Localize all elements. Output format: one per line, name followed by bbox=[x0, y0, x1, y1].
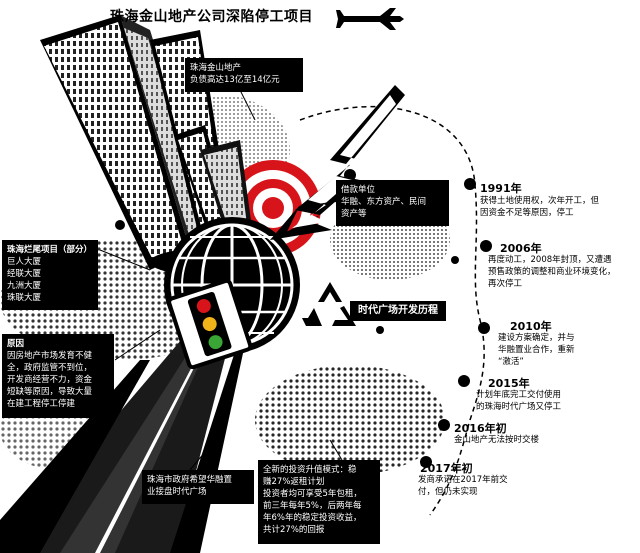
timeline-1991-line-2: 因资金不足等原因，停工 bbox=[480, 208, 574, 218]
investment-line-3: 投资者均可享受5年包租， bbox=[263, 489, 362, 499]
timeline-2010-line-3: “激活” bbox=[498, 357, 524, 367]
page-title: 珠海金山地产公司深陷停工项目 bbox=[110, 9, 313, 25]
timeline-node-2010 bbox=[478, 322, 490, 334]
stalled-heading: 珠海烂尾项目（部分） bbox=[7, 245, 93, 255]
government-line-2: 业接盘时代广场 bbox=[147, 487, 207, 497]
debt-line-2: 负债高达13亿至14亿元 bbox=[190, 75, 280, 85]
timeline-text-2017: 发商承诺在2017年前交 付，但仍未实现 bbox=[418, 474, 508, 498]
lenders-line-2: 华融、东方资产、民间 bbox=[341, 197, 427, 207]
causes-line-4: 短缺等原因，导致大量 bbox=[7, 387, 93, 397]
timeline-year-1991: 1991年 bbox=[480, 182, 522, 195]
timeline-2015-line-2: 的珠海时代广场又停工 bbox=[476, 402, 562, 412]
government-line-1: 珠海市政府希望华融置 bbox=[147, 475, 233, 485]
timeline-2010-line-2: 华融置业合作，重新 bbox=[498, 345, 575, 355]
government-box: 珠海市政府希望华融置 业接盘时代广场 bbox=[142, 470, 254, 504]
timeline-title: 时代广场开发历程 bbox=[350, 301, 446, 321]
investment-line-1: 全新的投资升值模式：稳 bbox=[263, 465, 357, 475]
lenders-box: 借款单位 华融、东方资产、民间 资产等 bbox=[336, 180, 449, 226]
investment-line-6: 共计27%的回报 bbox=[263, 525, 325, 535]
investment-line-5: 年6%年的稳定投资收益， bbox=[263, 513, 362, 523]
debt-box: 珠海金山地产 负债高达13亿至14亿元 bbox=[185, 58, 303, 92]
stalled-item-1: 巨人大厦 bbox=[7, 257, 42, 267]
investment-box: 全新的投资升值模式：稳 赚27%返租计划 投资者均可享受5年包租， 前三年每年5… bbox=[258, 460, 380, 544]
timeline-year-2016: 2016年初 bbox=[454, 422, 507, 435]
timeline-year-2006: 2006年 bbox=[500, 242, 542, 255]
timeline-2010-line-1: 建设方案确定，并与 bbox=[498, 333, 575, 343]
timeline-text-2006: 再度动工，2008年封顶，又遭遇 预售政策的调整和商业环境变化， 再次停工 bbox=[488, 254, 616, 290]
timeline-arc bbox=[299, 105, 485, 516]
traffic-light-icon bbox=[167, 278, 253, 370]
timeline-2006-line-1: 再度动工，2008年封顶，又遭遇 bbox=[488, 255, 612, 265]
timeline-node-2016 bbox=[438, 419, 450, 431]
timeline-1991-line-1: 获得土地使用权，次年开工，但 bbox=[480, 196, 600, 206]
lenders-line-3: 资产等 bbox=[341, 209, 367, 219]
causes-box: 原因 因房地产市场发育不健 全，政府监管不到位， 开发商经营不力，资金 短缺等原… bbox=[2, 334, 114, 418]
timeline-2017-line-2: 付，但仍未实现 bbox=[418, 487, 478, 497]
timeline-node-2015 bbox=[458, 375, 470, 387]
debt-line-1: 珠海金山地产 bbox=[190, 63, 242, 73]
timeline-nodes bbox=[420, 178, 492, 468]
timeline-text-2016: 金山地产无法按时交楼 bbox=[454, 434, 539, 446]
timeline-text-2015: 计划年底完工交付使用 的珠海时代广场又停工 bbox=[476, 389, 561, 413]
airplane-icon bbox=[336, 8, 404, 30]
timeline-node-1991 bbox=[464, 178, 476, 190]
investment-line-2: 赚27%返租计划 bbox=[263, 477, 325, 487]
stalled-item-4: 珠联大厦 bbox=[7, 293, 42, 303]
timeline-2006-line-2: 预售政策的调整和商业环境变化， bbox=[488, 267, 616, 277]
causes-line-5: 在建工程停工停建 bbox=[7, 399, 76, 409]
timeline-year-2010: 2010年 bbox=[510, 320, 552, 333]
investment-line-4: 前三年每年5%，后两年每 bbox=[263, 501, 362, 511]
recycle-icon bbox=[302, 282, 356, 326]
stalled-projects-box: 珠海烂尾项目（部分） 巨人大厦 经联大厦 九洲大厦 珠联大厦 bbox=[2, 240, 98, 310]
causes-line-1: 因房地产市场发育不健 bbox=[7, 351, 93, 361]
timeline-2017-line-1: 发商承诺在2017年前交 bbox=[418, 475, 508, 485]
timeline-year-2015: 2015年 bbox=[488, 377, 530, 390]
timeline-text-2010: 建设方案确定，并与 华融置业合作，重新 “激活” bbox=[498, 332, 575, 368]
causes-heading: 原因 bbox=[7, 339, 25, 349]
timeline-text-1991: 获得土地使用权，次年开工，但 因资金不足等原因，停工 bbox=[480, 195, 599, 219]
stalled-item-3: 九洲大厦 bbox=[7, 281, 42, 291]
timeline-node-2006 bbox=[480, 240, 492, 252]
causes-line-2: 全，政府监管不到位， bbox=[7, 363, 93, 373]
timeline-2015-line-1: 计划年底完工交付使用 bbox=[476, 390, 562, 400]
timeline-year-2017: 2017年初 bbox=[420, 462, 473, 475]
lenders-line-1: 借款单位 bbox=[341, 185, 376, 195]
causes-line-3: 开发商经营不力，资金 bbox=[7, 375, 93, 385]
timeline-node-2017 bbox=[420, 456, 432, 468]
timeline-2006-line-3: 再次停工 bbox=[488, 279, 523, 289]
stalled-item-2: 经联大厦 bbox=[7, 269, 42, 279]
timeline-2016-line-1: 金山地产无法按时交楼 bbox=[454, 435, 540, 445]
lightning-arrow-icon bbox=[270, 85, 405, 240]
